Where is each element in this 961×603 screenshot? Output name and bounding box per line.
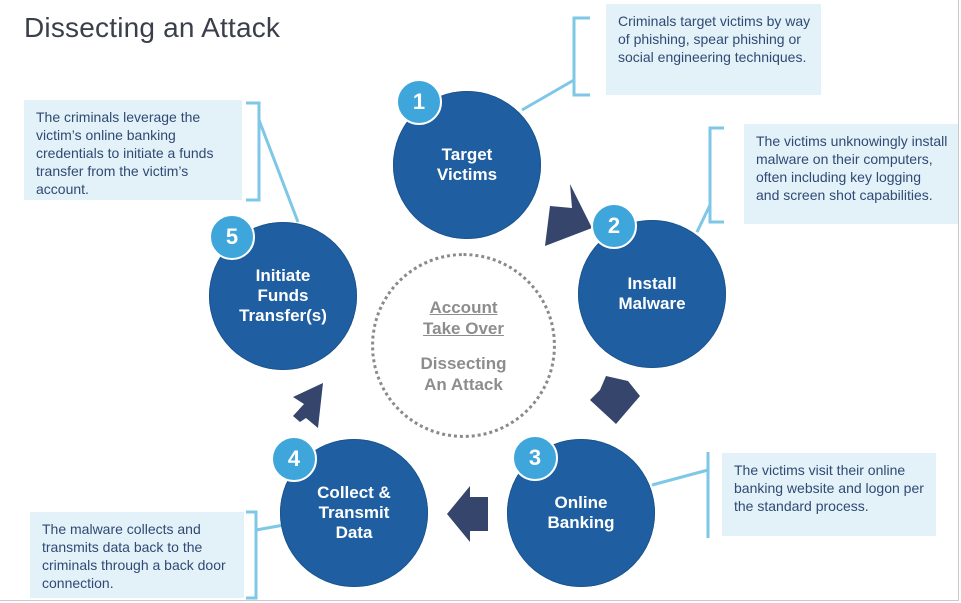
connector-1 bbox=[572, 16, 590, 97]
center-circle: Account Take Over Dissecting An Attack bbox=[371, 253, 556, 438]
step-number-badge-4: 4 bbox=[271, 436, 317, 482]
step-number-badge-5: 5 bbox=[209, 214, 255, 260]
note-initiate-transfer: The criminals leverage the victim’s onli… bbox=[24, 100, 242, 200]
connector-5 bbox=[246, 101, 261, 202]
connector-4 bbox=[246, 510, 258, 600]
step-label: Online Banking bbox=[547, 493, 615, 532]
step-circle-target-victims: Target Victims bbox=[393, 91, 541, 239]
flow-arrow-3-4 bbox=[447, 486, 488, 542]
connector-1-leader bbox=[521, 78, 575, 112]
center-subtitle: Dissecting An Attack bbox=[420, 353, 507, 394]
step-number-badge-3: 3 bbox=[512, 435, 558, 481]
connector-2 bbox=[708, 126, 724, 224]
step-number-badge-2: 2 bbox=[591, 203, 637, 249]
note-collect-transmit: The malware collects and transmits data … bbox=[30, 512, 244, 598]
step-label: Target Victims bbox=[436, 145, 498, 184]
step-label: Install Malware bbox=[618, 274, 686, 313]
note-online-banking: The victims visit their online banking w… bbox=[722, 453, 936, 536]
flow-arrow-1-2 bbox=[545, 184, 592, 246]
connector-5-leader bbox=[257, 119, 300, 223]
flow-arrow-2-3 bbox=[590, 376, 640, 424]
flow-arrow-4-5 bbox=[293, 383, 323, 428]
step-label: Initiate Funds Transfer(s) bbox=[239, 266, 327, 325]
connector-4-leader bbox=[255, 523, 285, 532]
connector-2-leader bbox=[695, 204, 712, 233]
connector-3-leader bbox=[651, 468, 709, 487]
step-number-badge-1: 1 bbox=[396, 79, 442, 125]
center-title: Account Take Over bbox=[423, 297, 504, 338]
note-install-malware: The victims unknowingly install malware … bbox=[744, 124, 958, 224]
page-title: Dissecting an Attack bbox=[24, 12, 281, 43]
step-label: Collect & Transmit Data bbox=[317, 483, 391, 542]
note-target-victims: Criminals target victims by way of phish… bbox=[606, 4, 821, 95]
